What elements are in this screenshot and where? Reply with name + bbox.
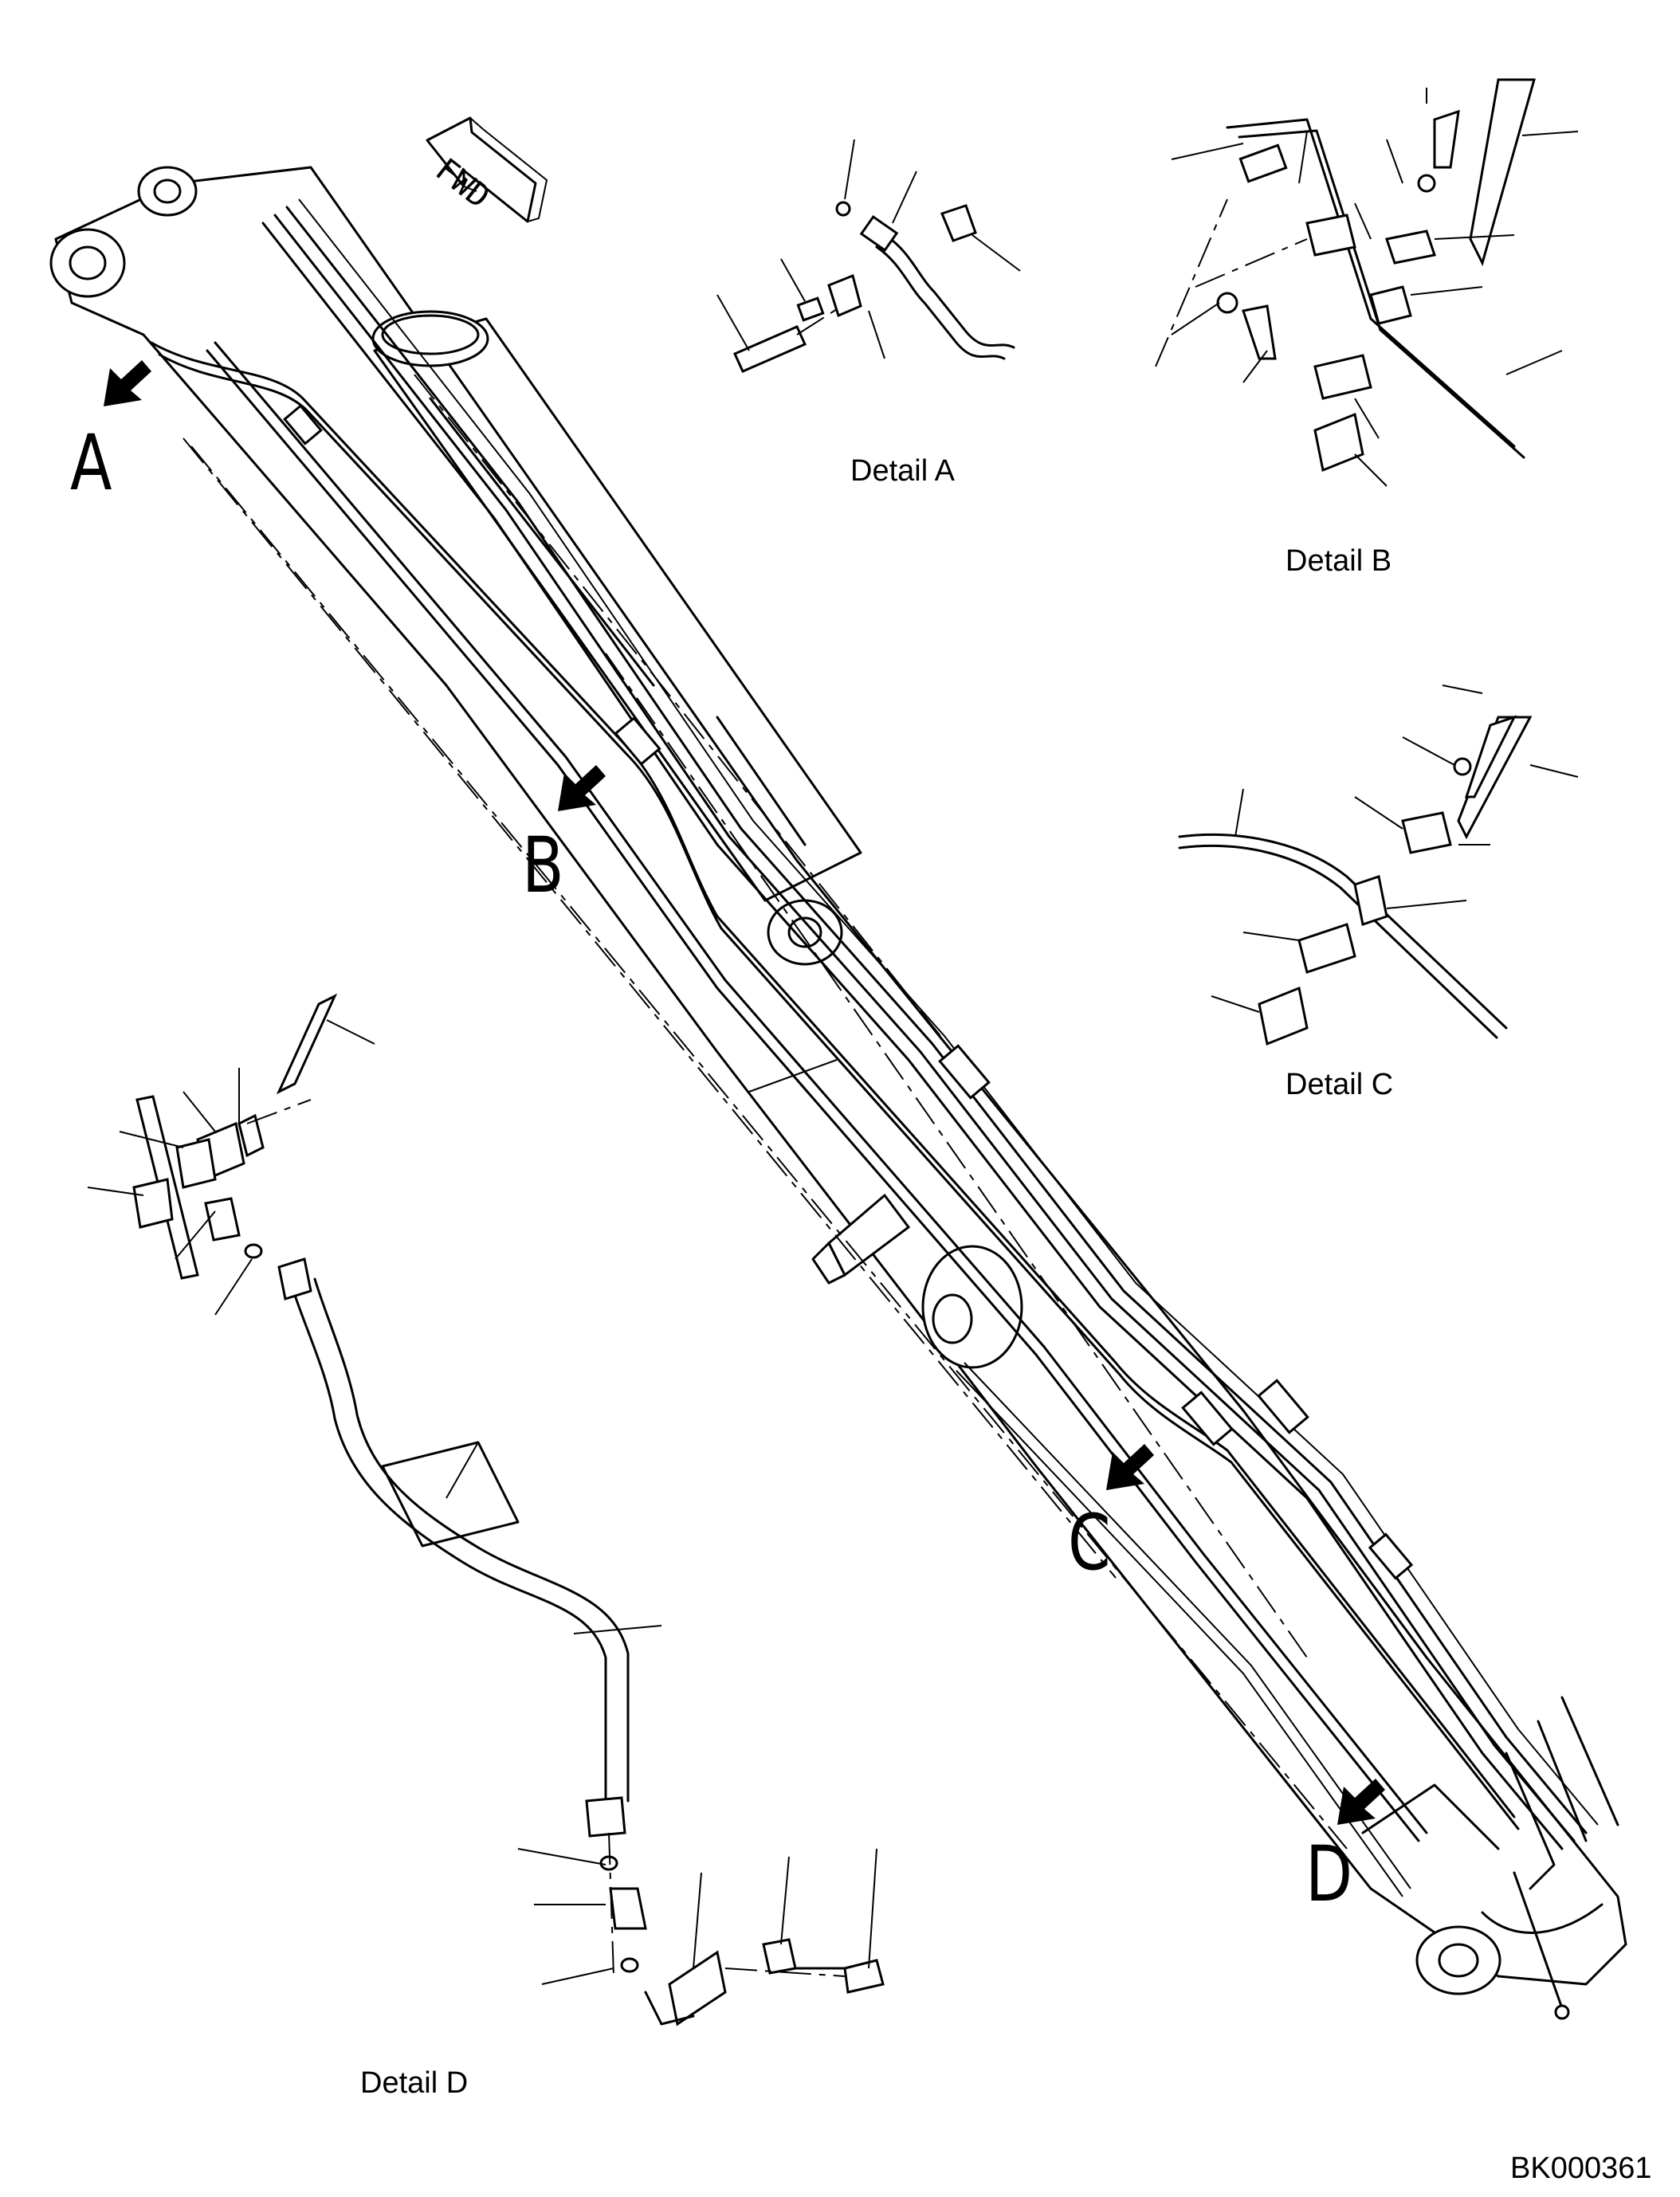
fwd-arrow-icon: [426, 116, 548, 223]
callout-label-c: C: [1068, 1498, 1111, 1587]
center-lines: [183, 198, 1348, 1850]
callout-arrow-b: [558, 765, 606, 811]
detail-c-illustration: [1178, 685, 1579, 1046]
detail-a-illustration: [716, 139, 1021, 373]
callout-label-a: A: [70, 418, 112, 508]
detail-b-caption: Detail B: [1286, 544, 1392, 578]
drawing-code: BK000361: [1510, 2152, 1652, 2185]
callout-label-d: D: [1305, 1830, 1353, 1919]
callout-arrow-d: [1337, 1779, 1385, 1825]
callout-arrow-c: [1106, 1444, 1154, 1490]
hydraulic-lines: [150, 198, 1619, 2020]
callout-arrows: [104, 360, 1385, 1825]
detail-d-illustration: [87, 993, 885, 2026]
detail-a-caption: Detail A: [850, 454, 955, 488]
callout-label-b: B: [522, 821, 564, 910]
detail-c-caption: Detail C: [1286, 1068, 1394, 1101]
detail-d-caption: Detail D: [360, 2066, 469, 2100]
detail-b-illustration: [1171, 78, 1579, 487]
callout-arrow-a: [104, 360, 151, 406]
arm-body: [49, 166, 1627, 1995]
